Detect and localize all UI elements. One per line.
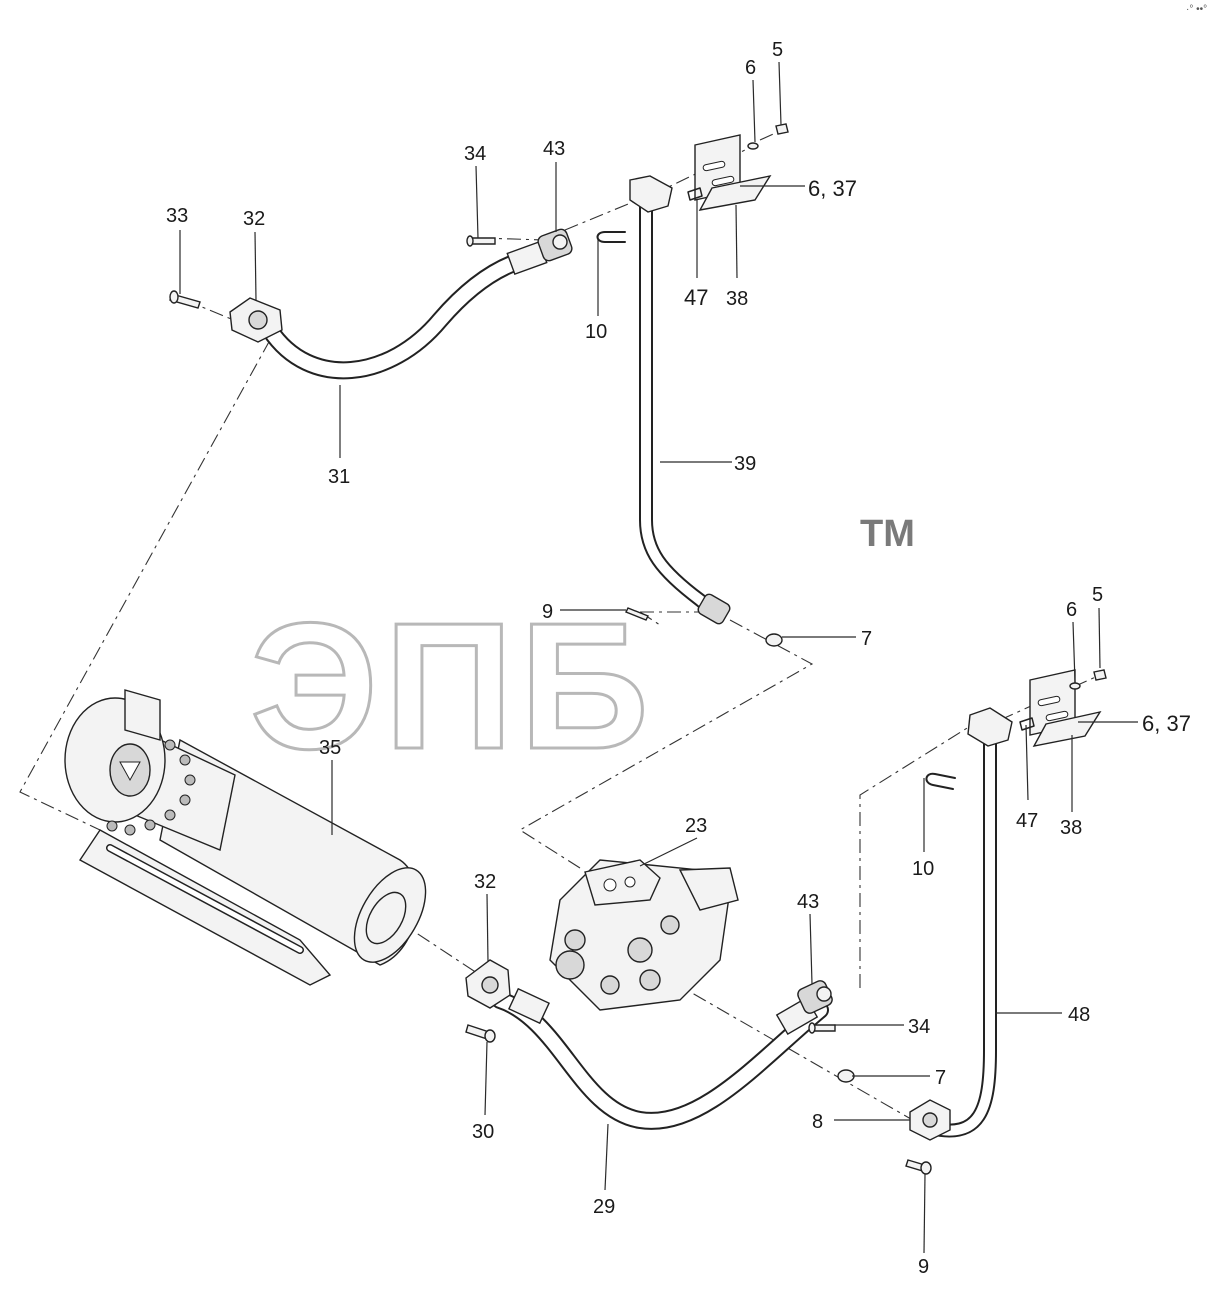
callout-31: 31 — [328, 466, 350, 488]
callout-7: 7 — [935, 1067, 946, 1089]
callout-43: 43 — [543, 138, 565, 160]
leader-lines — [179, 61, 1138, 1254]
callout-35: 35 — [319, 737, 341, 759]
fitting-43-upper — [537, 228, 573, 262]
callout-32: 32 — [243, 208, 265, 230]
callout-47: 47 — [684, 285, 708, 310]
callout-34: 34 — [464, 143, 486, 165]
bolt-34-upper — [466, 235, 496, 247]
assembly-line — [19, 339, 271, 831]
callout-34: 34 — [908, 1016, 930, 1038]
o-ring-7-upper — [765, 633, 783, 647]
assembly-line — [859, 719, 981, 988]
cylinder-35 — [64, 689, 427, 986]
fasteners-lower — [1069, 669, 1107, 690]
o-ring-7-lower — [837, 1069, 855, 1083]
callout-9: 9 — [918, 1256, 929, 1278]
watermark: ЭПБ TM — [249, 513, 915, 789]
u-clamp-10-lower — [925, 772, 956, 790]
callout-29: 29 — [593, 1196, 615, 1218]
hose-31 — [261, 240, 548, 380]
callout-10: 10 — [585, 321, 607, 343]
u-clamp-10-upper — [596, 231, 626, 243]
bracket-38-lower — [1029, 669, 1102, 747]
callout-5: 5 — [772, 39, 783, 61]
flange-32-upper — [229, 297, 283, 343]
callout-10: 10 — [912, 858, 934, 880]
flange-32-lower — [465, 959, 511, 1009]
bolt-30 — [465, 1024, 496, 1043]
callout-6-37: 6, 37 — [808, 176, 857, 201]
callout-5: 5 — [1092, 584, 1103, 606]
corner-mark: ·° ••° — [1186, 4, 1207, 15]
callout-33: 33 — [166, 205, 188, 227]
callout-6: 6 — [1066, 599, 1077, 621]
fitting-43-lower — [797, 980, 833, 1014]
callout-39: 39 — [734, 453, 756, 475]
bracket-38-upper — [694, 134, 772, 211]
callout-43: 43 — [797, 891, 819, 913]
fasteners-upper — [747, 123, 789, 150]
clip-47-lower — [1019, 717, 1035, 731]
callout-23: 23 — [685, 815, 707, 837]
callouts: 5 6 6, 37 34 43 33 32 47 38 10 31 39 9 7… — [166, 39, 1191, 1278]
callout-7: 7 — [861, 628, 872, 650]
callout-30: 30 — [472, 1121, 494, 1143]
callout-6: 6 — [745, 57, 756, 79]
assembly-line — [214, 799, 481, 976]
callout-47: 47 — [1016, 810, 1038, 832]
bolt-34-lower — [808, 1022, 836, 1034]
watermark-trademark: TM — [860, 513, 915, 555]
watermark-text: ЭПБ — [250, 586, 655, 787]
callout-9: 9 — [542, 601, 553, 623]
bolt-9-upper — [625, 607, 649, 621]
bolt-9-lower — [905, 1159, 932, 1175]
callout-38: 38 — [1060, 817, 1082, 839]
valve-23 — [549, 859, 739, 1011]
callout-48: 48 — [1068, 1004, 1090, 1026]
clip-47-upper — [687, 187, 703, 201]
callout-32: 32 — [474, 871, 496, 893]
tube-39 — [629, 175, 731, 625]
callout-8: 8 — [812, 1111, 823, 1133]
callout-38: 38 — [726, 288, 748, 310]
flange-8 — [909, 1099, 951, 1141]
bolt-33 — [169, 290, 201, 309]
hose-29 — [491, 987, 829, 1130]
callout-6-37: 6, 37 — [1142, 711, 1191, 736]
